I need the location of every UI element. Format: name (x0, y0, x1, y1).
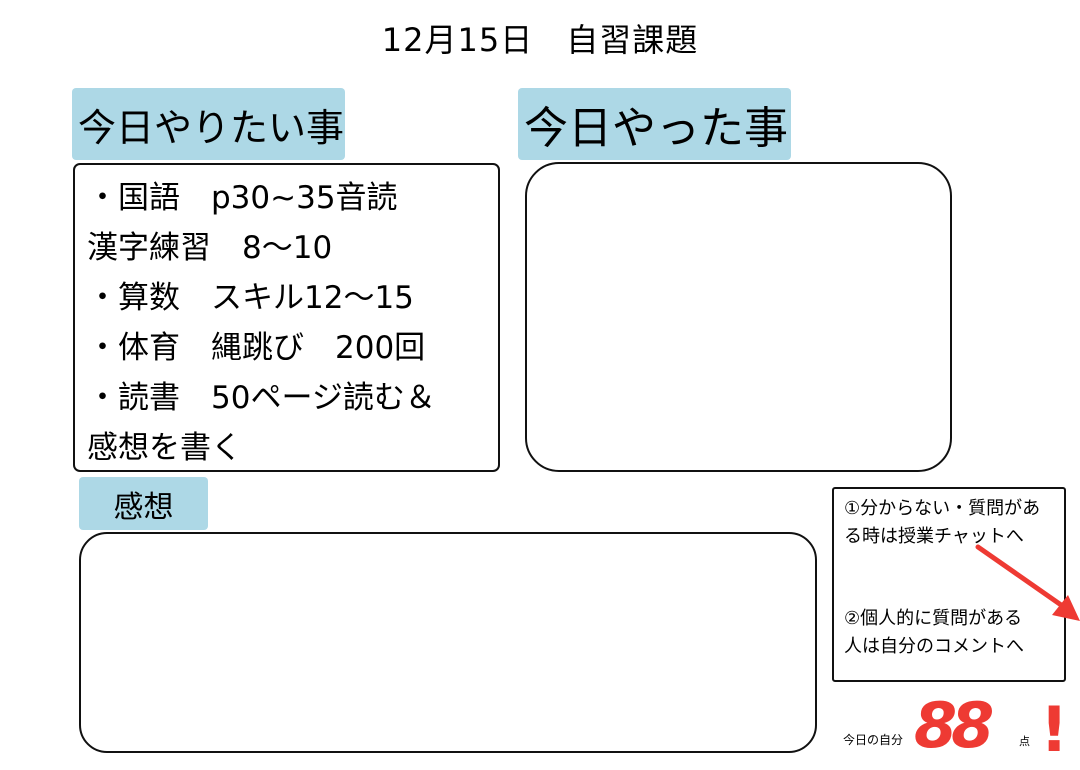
score-number: 88 (914, 689, 994, 762)
arrow-shaft (975, 544, 1067, 610)
page-title: 12月15日 自習課題 (381, 21, 699, 59)
want-line-5: ・読書 50ページ読む＆ (87, 380, 436, 416)
thoughts-section-label: 感想 (79, 477, 208, 530)
want-section-label: 今日やりたい事 (72, 88, 345, 160)
want-line-3: ・算数 スキル12〜15 (87, 280, 414, 316)
want-line-2: 漢字練習 8〜10 (87, 230, 333, 266)
want-section-box[interactable]: ・国語 p30~35音読 漢字練習 8〜10 ・算数 スキル12〜15 ・体育 … (73, 163, 500, 472)
done-section-box[interactable] (525, 162, 952, 472)
arrow-head (1052, 595, 1080, 621)
red-arrow-icon (975, 544, 1080, 621)
want-line-1: ・国語 p30~35音読 (87, 180, 398, 216)
want-line-6: 感想を書く (87, 430, 242, 466)
done-section-label: 今日やった事 (518, 88, 791, 160)
note-line-4: 人は自分のコメントへ (844, 636, 1024, 657)
self-score-label: 今日の自分 (843, 733, 904, 747)
note-line-2: る時は授業チャットへ (844, 526, 1024, 547)
self-score-value: 88 (914, 686, 994, 766)
notes-box: ①分からない・質問があ る時は授業チャットへ ②個人的に質問がある 人は自分のコ… (832, 487, 1066, 682)
note-line-1: ①分からない・質問があ (844, 498, 1041, 519)
want-line-4: ・体育 縄跳び 200回 (87, 330, 426, 366)
score-exclamation: ! (1040, 693, 1069, 766)
self-score-unit: 点 (1019, 735, 1030, 748)
note-line-3: ②個人的に質問がある (844, 608, 1023, 629)
thoughts-section-box[interactable] (79, 532, 817, 753)
